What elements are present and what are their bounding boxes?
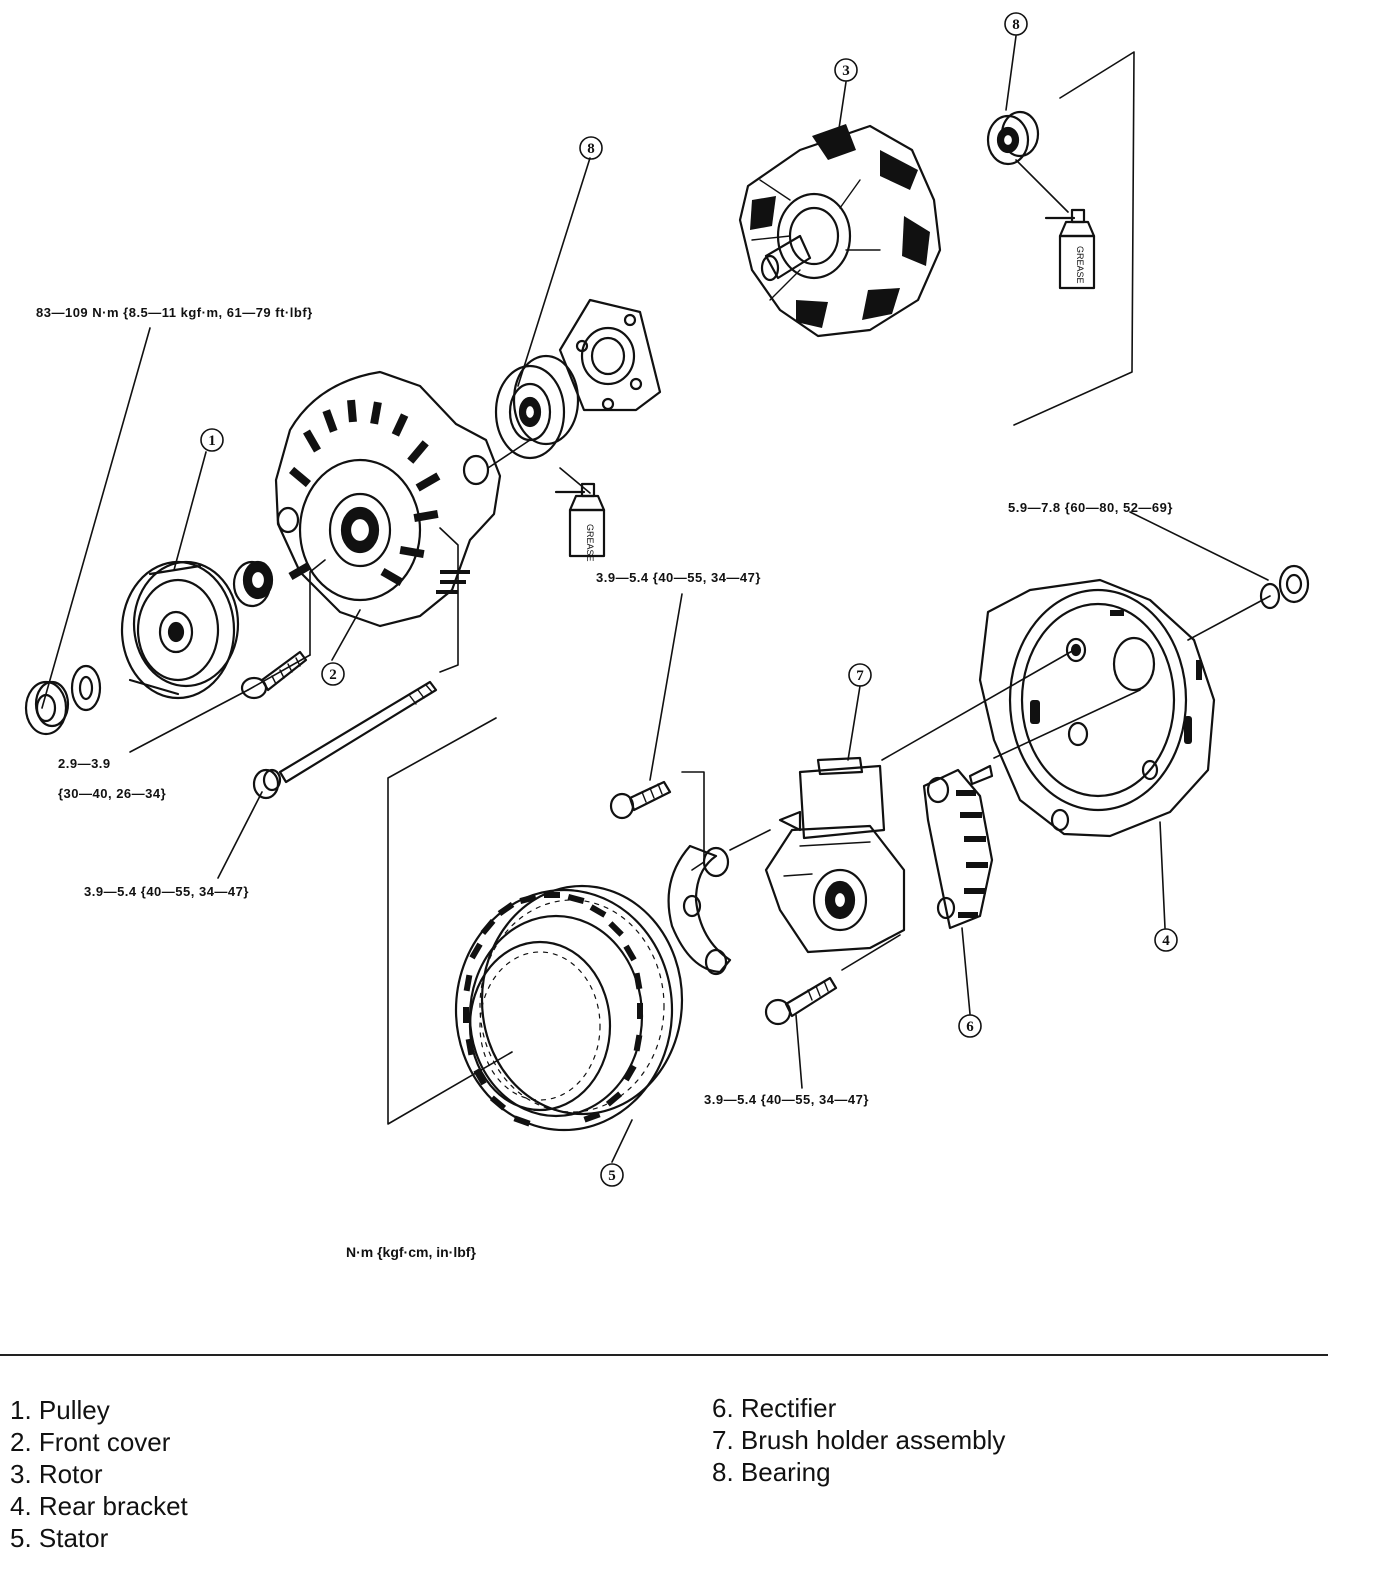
callout-5: 5 bbox=[608, 1168, 616, 1184]
front-cover-bolt bbox=[240, 650, 308, 700]
torque-label-brush-screw: 3.9—5.4 {40—55, 34—47} bbox=[596, 570, 761, 585]
grease-tube-rear: GREASE bbox=[1044, 208, 1096, 290]
pulley-nut bbox=[24, 680, 70, 736]
torque-label-rear-nut: 5.9—7.8 {60—80, 52—69} bbox=[1008, 500, 1173, 515]
callout-4: 4 bbox=[1162, 933, 1170, 949]
callout-2: 2 bbox=[329, 667, 337, 683]
spacer-collar bbox=[232, 560, 274, 608]
grease-label-rear: GREASE bbox=[1075, 246, 1085, 284]
legend-item: 4. Rear bracket bbox=[10, 1491, 188, 1521]
through-bolt bbox=[252, 680, 438, 800]
leader-lines bbox=[41, 35, 1271, 1163]
grease-tube-front: GREASE bbox=[554, 482, 606, 562]
brush-cover-clip bbox=[667, 844, 732, 976]
rectifier-screw bbox=[764, 976, 838, 1026]
callout-7: 7 bbox=[856, 668, 864, 684]
pulley-part bbox=[120, 560, 240, 700]
brush-holder-part bbox=[764, 756, 906, 954]
torque-label-front-bolt-units: {30—40, 26—34} bbox=[58, 786, 167, 801]
callout-6: 6 bbox=[966, 1019, 974, 1035]
callout-circles bbox=[200, 12, 1178, 1187]
legend-item: 2. Front cover bbox=[10, 1427, 171, 1457]
grease-label-front: GREASE bbox=[585, 524, 595, 562]
front-cover-part bbox=[274, 370, 502, 628]
rotor-part bbox=[738, 124, 942, 338]
rear-bearing-part bbox=[986, 110, 1040, 166]
legend-item: 5. Stator bbox=[10, 1523, 109, 1553]
legend-item: 6. Rectifier bbox=[712, 1393, 837, 1423]
bearing-retainer-plate bbox=[558, 298, 662, 412]
pulley-washer bbox=[70, 664, 102, 712]
exploded-view-diagram: GREASE GREASE bbox=[24, 12, 1310, 1187]
stator-part bbox=[454, 884, 684, 1132]
torque-label-rectifier-screw: 3.9—5.4 {40—55, 34—47} bbox=[704, 1092, 869, 1107]
torque-label-pulley-nut: 83—109 N·m {8.5—11 kgf·m, 61—79 ft·lbf} bbox=[36, 305, 313, 320]
callout-8-rear: 8 bbox=[1012, 17, 1020, 33]
brush-holder-screw bbox=[609, 780, 672, 820]
torque-label-through-bolt: 3.9—5.4 {40—55, 34—47} bbox=[84, 884, 249, 899]
legend-item: 3. Rotor bbox=[10, 1459, 103, 1489]
legend-item: 8. Bearing bbox=[712, 1457, 831, 1487]
parts-legend-left: 1. Pulley 2. Front cover 3. Rotor 4. Rea… bbox=[10, 1394, 188, 1554]
legend-item: 7. Brush holder assembly bbox=[712, 1425, 1006, 1455]
callout-3: 3 bbox=[842, 63, 850, 79]
legend-item: 1. Pulley bbox=[10, 1395, 110, 1425]
rear-bracket-part bbox=[978, 564, 1310, 838]
callout-8-front: 8 bbox=[587, 141, 595, 157]
torque-label-front-bolt-value: 2.9—3.9 bbox=[58, 756, 111, 771]
divider-line bbox=[0, 1354, 1328, 1356]
parts-legend-right: 6. Rectifier 7. Brush holder assembly 8.… bbox=[712, 1392, 1005, 1488]
callout-1: 1 bbox=[208, 433, 216, 449]
rectifier-part bbox=[922, 764, 994, 930]
units-note: N·m {kgf·cm, in·lbf} bbox=[346, 1244, 476, 1260]
front-bearing-part bbox=[494, 354, 580, 460]
